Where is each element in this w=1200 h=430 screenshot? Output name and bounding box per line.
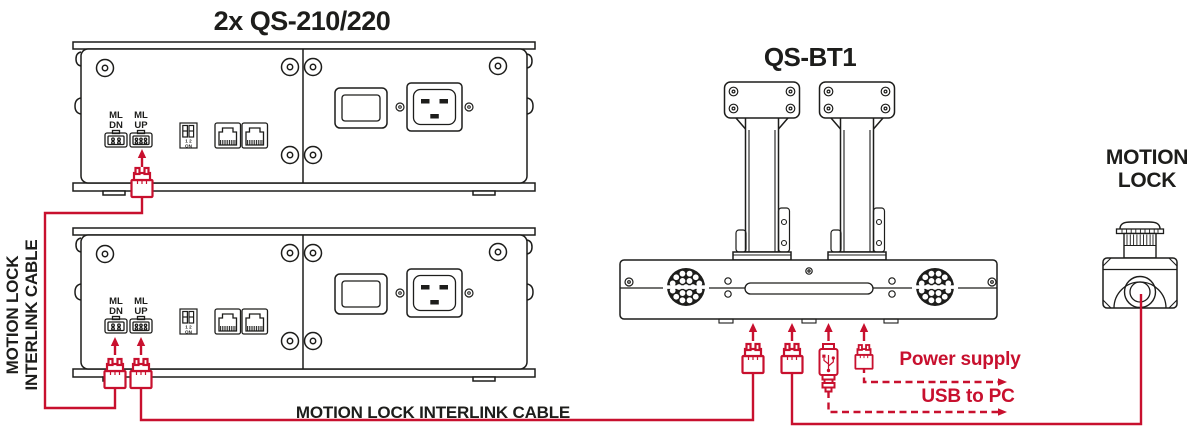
- cable-interlink-bottom: [139, 372, 755, 422]
- handle-slot: [744, 282, 874, 295]
- power-supply-label: Power supply: [899, 349, 1021, 370]
- ml-plug-icon: [741, 342, 765, 375]
- estop-icon: [1102, 221, 1178, 309]
- left-cable-label-line1: MOTION LOCK: [3, 255, 22, 375]
- ml-plug-icon: [854, 344, 874, 370]
- up-arrow-icon: [823, 321, 834, 343]
- qsbt1-base: [619, 259, 998, 324]
- arrow-right-icon: [998, 378, 1007, 386]
- up-arrow-icon: [786, 321, 798, 343]
- up-arrow-icon: [858, 321, 870, 343]
- arrow-right-icon: [998, 408, 1007, 416]
- cable-power-dashed: [862, 366, 1000, 384]
- motion-lock-title-line1: MOTION: [1105, 146, 1189, 169]
- controllers-title: 2x QS-210/220: [213, 6, 391, 36]
- qsbt1-post-left: [723, 81, 801, 261]
- qsbt1-title: QS-BT1: [763, 42, 857, 72]
- cable-usb-dashed: [827, 391, 1000, 414]
- ml-plug-icon: [129, 357, 153, 390]
- motion-lock-title: MOTION LOCK: [1105, 146, 1189, 192]
- motion-lock-title-line2: LOCK: [1117, 169, 1177, 192]
- ml-plug-icon: [103, 357, 127, 390]
- qsbt1-post-right: [818, 81, 896, 261]
- cable-motion-lock: [790, 294, 1143, 426]
- screw-icon: [624, 267, 997, 287]
- ml-plug-icon: [780, 342, 804, 375]
- up-arrow-icon: [747, 321, 759, 343]
- left-cable-label-line2: INTERLINK CABLE: [22, 239, 41, 391]
- controller-unit-2: [72, 227, 536, 382]
- left-cable-label: MOTION LOCK INTERLINK CABLE: [3, 240, 41, 391]
- usb-plug-icon: [818, 343, 839, 393]
- ml-plug-icon: [130, 166, 154, 199]
- cable-interlink-top-loop: [43, 197, 144, 410]
- usb-to-pc-label: USB to PC: [921, 386, 1015, 407]
- bottom-cable-label: MOTION LOCK INTERLINK CABLE: [295, 403, 571, 422]
